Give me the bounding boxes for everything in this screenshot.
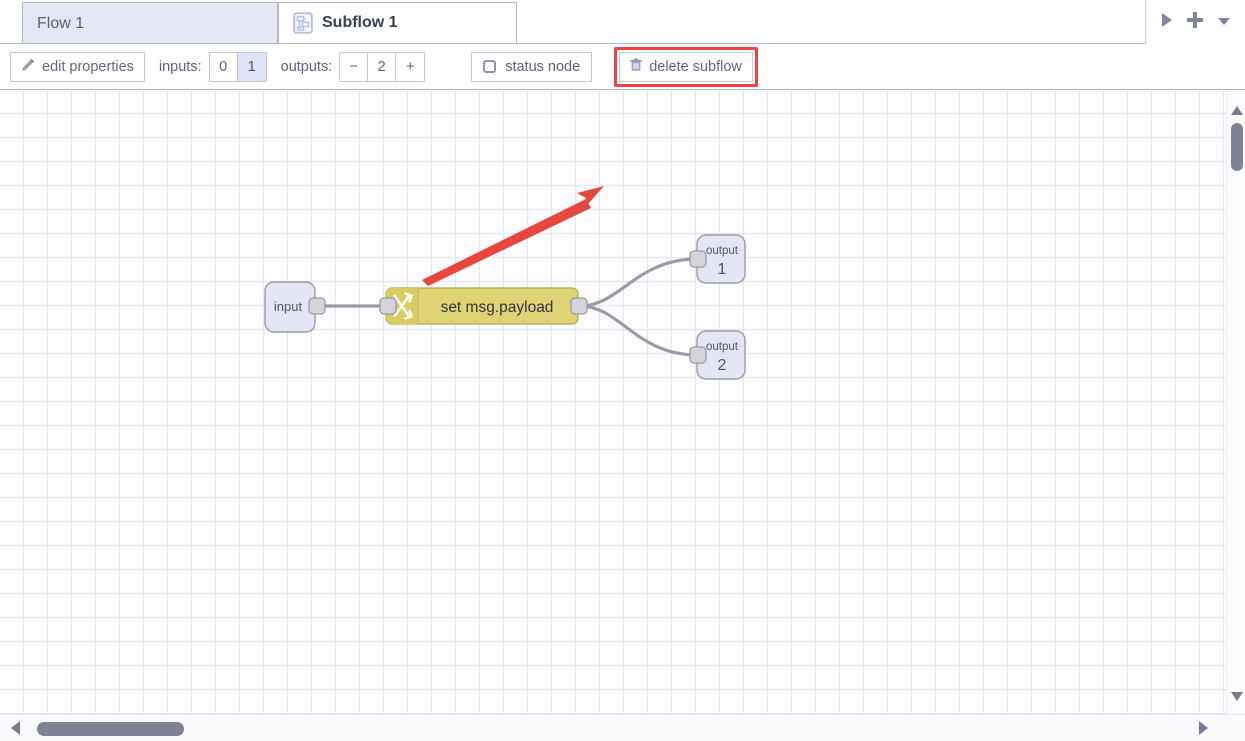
- scroll-down-triangle-down-icon[interactable]: [1231, 688, 1243, 706]
- flow-canvas[interactable]: input set msg.payload: [0, 90, 1226, 714]
- status-node-toggle[interactable]: status node: [471, 51, 593, 82]
- play-icon[interactable]: [1160, 12, 1174, 33]
- tab-menu-chevron-down-icon[interactable]: [1217, 13, 1231, 31]
- node-output-1-label: output: [706, 245, 739, 257]
- node-subflow-output-1[interactable]: output 1: [689, 234, 746, 284]
- node-output-2-number: 2: [718, 357, 727, 374]
- wire-change-to-output-2: [578, 304, 699, 357]
- delete-subflow-highlight: delete subflow: [614, 46, 758, 87]
- outputs-increment-button[interactable]: +: [396, 52, 425, 81]
- node-subflow-input[interactable]: input: [264, 281, 326, 333]
- status-node-label: status node: [505, 58, 581, 75]
- subflow-icon: [293, 12, 313, 34]
- shuffle-icon: [393, 292, 414, 320]
- horizontal-scrollbar-thumb[interactable]: [37, 722, 184, 736]
- edit-properties-button[interactable]: edit properties: [10, 51, 145, 82]
- subflow-toolbar: edit properties inputs: 0 1 outputs: − 2…: [0, 44, 1245, 90]
- wires: [314, 257, 699, 357]
- tabs-region: Flow 1 Subflow 1: [0, 0, 1145, 44]
- outputs-decrement-button[interactable]: −: [340, 52, 369, 81]
- canvas-svg: input set msg.payload: [264, 186, 746, 380]
- node-change-label: set msg.payload: [441, 299, 554, 316]
- delete-subflow-button[interactable]: delete subflow: [619, 51, 753, 82]
- annotation-arrow: [422, 186, 604, 286]
- inputs-segmented-control: 0 1: [208, 51, 267, 82]
- status-node-checkbox[interactable]: [483, 60, 497, 73]
- wire-change-to-output-1: [578, 257, 699, 308]
- scroll-right-triangle-right-icon[interactable]: [1199, 721, 1208, 740]
- tab-bar: Flow 1 Subflow 1: [0, 0, 1245, 44]
- vertical-scrollbar[interactable]: [1226, 90, 1245, 714]
- edit-properties-label: edit properties: [42, 58, 134, 75]
- outputs-stepper: − 2 +: [339, 51, 426, 82]
- scroll-left-triangle-left-icon[interactable]: [11, 721, 20, 740]
- scroll-up-triangle-up-icon[interactable]: [1231, 102, 1243, 120]
- node-change-set-msg-payload[interactable]: set msg.payload: [379, 287, 588, 325]
- tab-subflow-1-label: Subflow 1: [322, 14, 398, 31]
- inputs-option-0[interactable]: 0: [209, 52, 238, 81]
- outputs-label: outputs:: [280, 58, 333, 75]
- delete-subflow-label: delete subflow: [649, 58, 742, 75]
- node-output-2-label: output: [706, 341, 739, 353]
- tab-flow-1-label: Flow 1: [37, 14, 85, 32]
- horizontal-scrollbar[interactable]: [0, 714, 1245, 741]
- outputs-value: 2: [368, 52, 397, 81]
- pencil-icon: [21, 58, 35, 76]
- inputs-option-1[interactable]: 1: [237, 52, 266, 81]
- tab-empty-space: [517, 2, 1145, 43]
- node-input-label: input: [274, 299, 303, 314]
- inputs-label: inputs:: [158, 58, 202, 75]
- vertical-scrollbar-thumb[interactable]: [1231, 123, 1243, 171]
- trash-icon: [630, 57, 642, 76]
- node-subflow-output-2[interactable]: output 2: [689, 330, 746, 380]
- node-output-1-number: 1: [718, 261, 727, 278]
- tab-actions: [1145, 0, 1245, 44]
- add-tab-icon[interactable]: [1186, 11, 1204, 34]
- tab-subflow-1[interactable]: Subflow 1: [278, 2, 517, 43]
- tab-flow-1[interactable]: Flow 1: [22, 2, 278, 43]
